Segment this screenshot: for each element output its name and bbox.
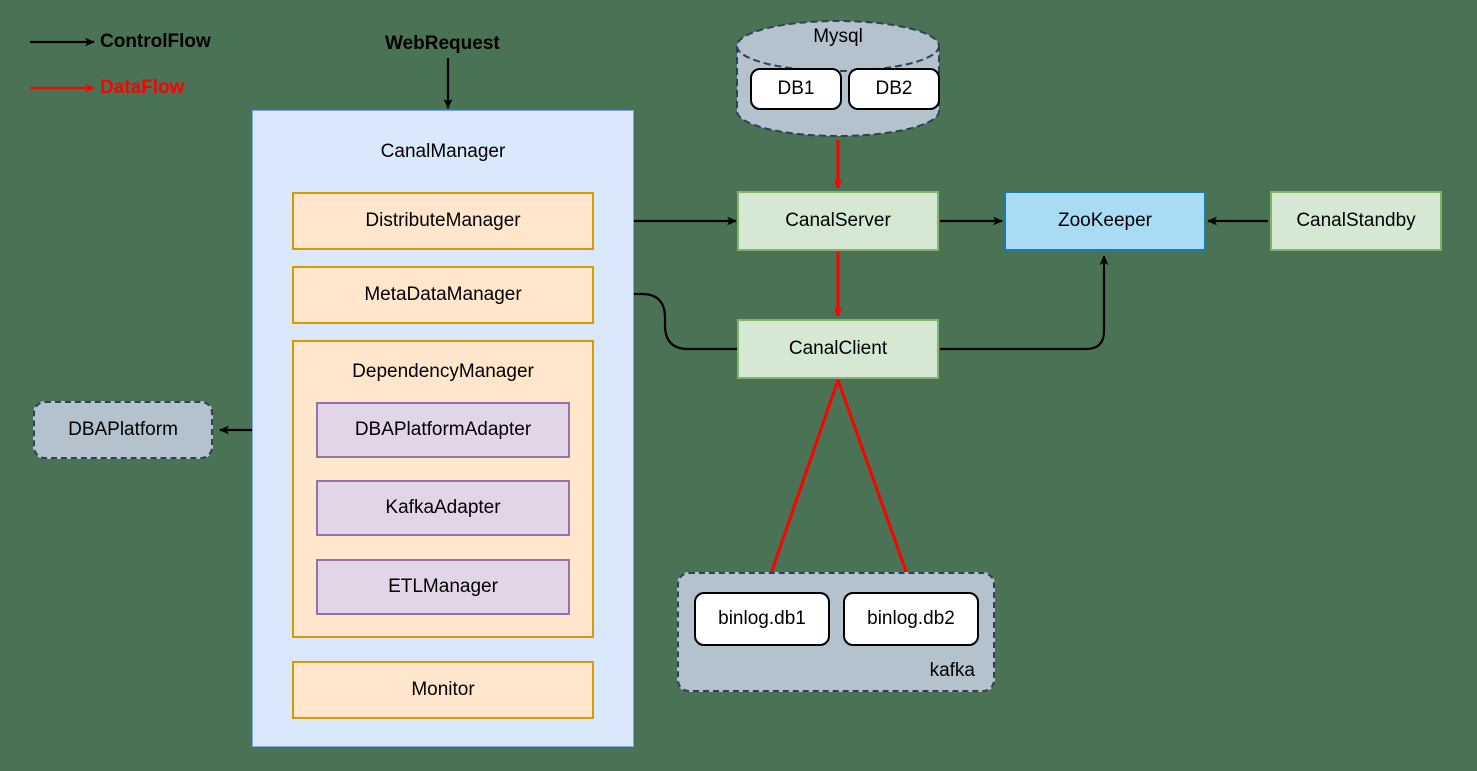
node-dbaplatform-label: DBAPlatform [68,419,178,441]
node-etlmanager[interactable]: ETLManager [316,559,570,615]
node-binlog-db2-label: binlog.db2 [867,608,955,630]
node-canalstandby-label: CanalStandby [1296,210,1416,232]
node-canalserver[interactable]: CanalServer [737,191,939,251]
node-binlog-db2[interactable]: binlog.db2 [843,592,979,646]
node-kafkaadapter[interactable]: KafkaAdapter [316,480,570,536]
node-binlog-db1[interactable]: binlog.db1 [694,592,830,646]
node-canalclient[interactable]: CanalClient [737,319,939,379]
mysql-label: Mysql [813,26,863,47]
node-kafkaadapter-label: KafkaAdapter [385,497,501,519]
node-dbaplatformadapter-label: DBAPlatformAdapter [354,419,532,441]
group-kafka-label: kafka [929,660,975,682]
node-canalstandby[interactable]: CanalStandby [1270,191,1442,251]
legend-label-dataflow: DataFlow [100,77,185,98]
node-db2-label: DB2 [875,78,913,100]
node-dbaplatformadapter[interactable]: DBAPlatformAdapter [316,402,570,458]
node-dbaplatform[interactable]: DBAPlatform [33,401,213,459]
node-monitor-label: Monitor [411,679,475,701]
edge-canalclient-binlogdb1 [764,379,840,589]
node-metadatamanager-label: MetaDataManager [364,284,522,306]
node-distributemanager-label: DistributeManager [365,210,521,232]
node-db1-label: DB1 [777,78,815,100]
node-db1[interactable]: DB1 [750,68,842,110]
legend-label-controlflow: ControlFlow [100,31,211,52]
node-distributemanager[interactable]: DistributeManager [292,192,594,250]
node-monitor[interactable]: Monitor [292,661,594,719]
node-canalclient-label: CanalClient [788,338,888,360]
group-dependencymanager-title: DependencyManager [352,361,534,382]
node-etlmanager-label: ETLManager [388,576,498,598]
group-canalmanager-title: CanalManager [380,141,506,162]
node-zookeeper-label: ZooKeeper [1057,210,1152,232]
node-metadatamanager[interactable]: MetaDataManager [292,266,594,324]
node-zookeeper[interactable]: ZooKeeper [1004,191,1206,251]
edge-canalclient-binlogdb2 [836,379,914,589]
webrequest-label: WebRequest [385,33,500,54]
node-binlog-db1-label: binlog.db1 [718,608,806,630]
edge-canalclient-zookeeper [940,255,1109,351]
node-canalserver-label: CanalServer [785,210,891,232]
node-db2[interactable]: DB2 [848,68,940,110]
